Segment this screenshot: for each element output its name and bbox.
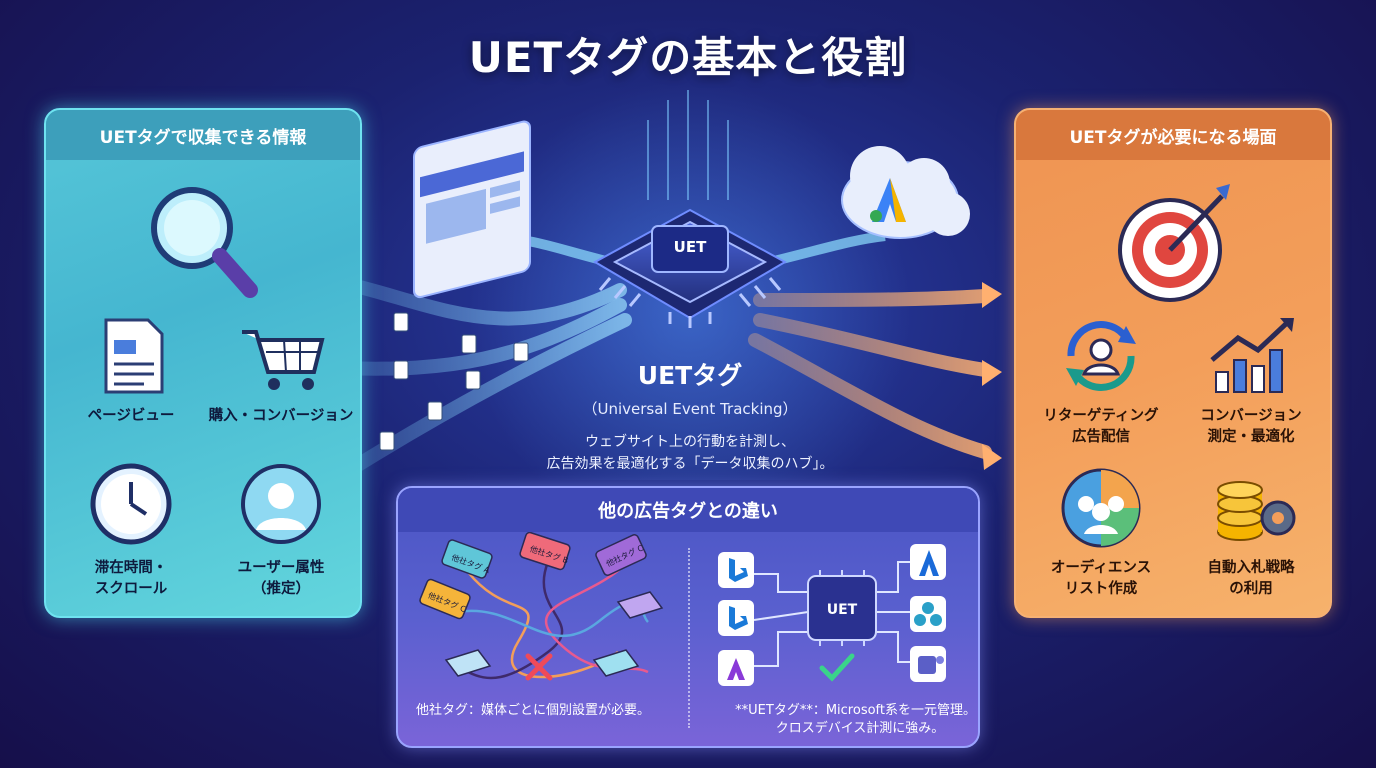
conversion-label: コンバージョン 測定・最適化 (1176, 406, 1326, 448)
right-data-streams (748, 289, 992, 459)
comparison-header: 他の広告タグとの違い (398, 488, 978, 532)
conversion-label-1: コンバージョン (1200, 408, 1302, 424)
retargeting-icon (1066, 321, 1136, 391)
magnifier-item (130, 178, 280, 312)
auto-bidding-label-2: の利用 (1229, 581, 1273, 597)
user-attribute-item: ユーザー属性 （推定） (206, 462, 356, 600)
left-data-streams (323, 273, 632, 477)
uet-caption-line-1: **UETタグ**：Microsoft系を一元管理。 (735, 703, 976, 718)
hub-connectors (753, 561, 910, 667)
shopping-cart-icon (242, 330, 325, 390)
light-beams (647, 90, 729, 200)
tag-icons (419, 532, 664, 677)
user-attribute-label-2: （推定） (252, 581, 310, 597)
browser-window-icon (413, 120, 531, 299)
collected-info-header: UETタグで収集できる情報 (46, 110, 360, 160)
uet-description: UETタグ （Universal Event Tracking） ウェブサイト上… (480, 356, 900, 475)
other-tags-caption: 他社タグ：媒体ごとに個別設置が必要。 (416, 703, 651, 718)
dwell-time-item: 滞在時間・ スクロール (56, 462, 206, 600)
comparison-divider (688, 548, 690, 728)
magnifier-icon (151, 187, 258, 298)
uet-desc: ウェブサイト上の行動を計測し、 広告効果を最適化する「データ収集のハブ」。 (480, 431, 900, 475)
audience-icon (1061, 468, 1141, 548)
uet-chip-label: UET (673, 238, 707, 256)
conversion-item: コンバージョン 測定・最適化 (1176, 316, 1326, 448)
target-icon (1118, 184, 1230, 302)
uet-title: UETタグ (637, 361, 743, 390)
azure-icon (919, 550, 939, 576)
auto-bidding-label-1: 自動入札戦略 (1207, 560, 1295, 576)
clock-icon (90, 463, 172, 545)
retargeting-label-1: リターゲティング (1043, 408, 1159, 424)
audience-item: オーディエンス リスト作成 (1026, 468, 1176, 600)
audience-label: オーディエンス リスト作成 (1026, 558, 1176, 600)
audience-label-1: オーディエンス (1050, 560, 1152, 576)
uet-caption-line-2: クロスデバイス計測に強み。 (775, 721, 945, 736)
document-icon (104, 318, 164, 394)
pageview-item: ページビュー (56, 316, 206, 427)
people-cluster-icon (914, 602, 942, 626)
dwell-time-label: 滞在時間・ スクロール (56, 558, 206, 600)
hub-chip-label: UET (827, 602, 858, 618)
audience-label-2: リスト作成 (1064, 581, 1138, 597)
user-attribute-label: ユーザー属性 （推定） (206, 558, 356, 600)
auto-bidding-item: 自動入札戦略 の利用 (1176, 468, 1326, 600)
dwell-time-label-2: スクロール (94, 581, 168, 597)
bing-icon-2 (729, 606, 748, 630)
uet-subtitle: （Universal Event Tracking） (582, 400, 798, 418)
retargeting-item: リターゲティング 広告配信 (1026, 316, 1176, 448)
purchase-item: 購入・コンバージョン (206, 316, 356, 427)
uet-desc-line-1: ウェブサイト上の行動を計測し、 (585, 434, 795, 450)
bing-icon (729, 558, 748, 582)
retargeting-label: リターゲティング 広告配信 (1026, 406, 1176, 448)
use-cases-panel: UETタグが必要になる場面 リターゲティング 広告配信 (1014, 108, 1332, 618)
pageview-label: ページビュー (87, 408, 175, 424)
growth-chart-icon (1210, 318, 1294, 393)
comparison-illustration: 他社タグ A 他社タグ B 他社タグ C 他社タグ C (419, 532, 946, 686)
cloud-ads-icon (841, 146, 970, 239)
cloud-link (768, 231, 886, 267)
uet-hub-chip (807, 570, 877, 646)
user-attribute-label-1: ユーザー属性 (237, 560, 325, 576)
uet-desc-line-2: 広告効果を最適化する「データ収集のハブ」。 (546, 456, 834, 472)
comparison-panel: 他の広告タグとの違い 他社タグ A 他社タグ B 他社タグ C 他社タグ C (396, 486, 980, 748)
right-arrowheads (982, 282, 1002, 470)
coins-gear-icon (1217, 481, 1296, 541)
cross-icon (525, 653, 553, 681)
dwell-time-label-1: 滞在時間・ (94, 560, 168, 576)
teams-icon (918, 656, 944, 674)
purchase-label: 購入・コンバージョン (208, 408, 354, 424)
page-title: UETタグの基本と役割 (468, 33, 908, 82)
user-icon (241, 464, 321, 544)
ads-icon (727, 658, 745, 680)
auto-bidding-label: 自動入札戦略 の利用 (1176, 558, 1326, 600)
app-glyphs (727, 550, 944, 680)
uet-chip-icon (592, 208, 788, 328)
conversion-label-2: 測定・最適化 (1207, 429, 1295, 445)
check-icon (819, 653, 855, 682)
use-cases-header: UETタグが必要になる場面 (1016, 110, 1330, 160)
collected-info-panel: UETタグで収集できる情報 ページビュー 購入・コンバージョン (44, 108, 362, 618)
uet-caption: **UETタグ**：Microsoft系を一元管理。 クロスデバイス計測に強み。 (704, 702, 976, 738)
retargeting-label-2: 広告配信 (1072, 429, 1130, 445)
target-item (1100, 180, 1250, 308)
